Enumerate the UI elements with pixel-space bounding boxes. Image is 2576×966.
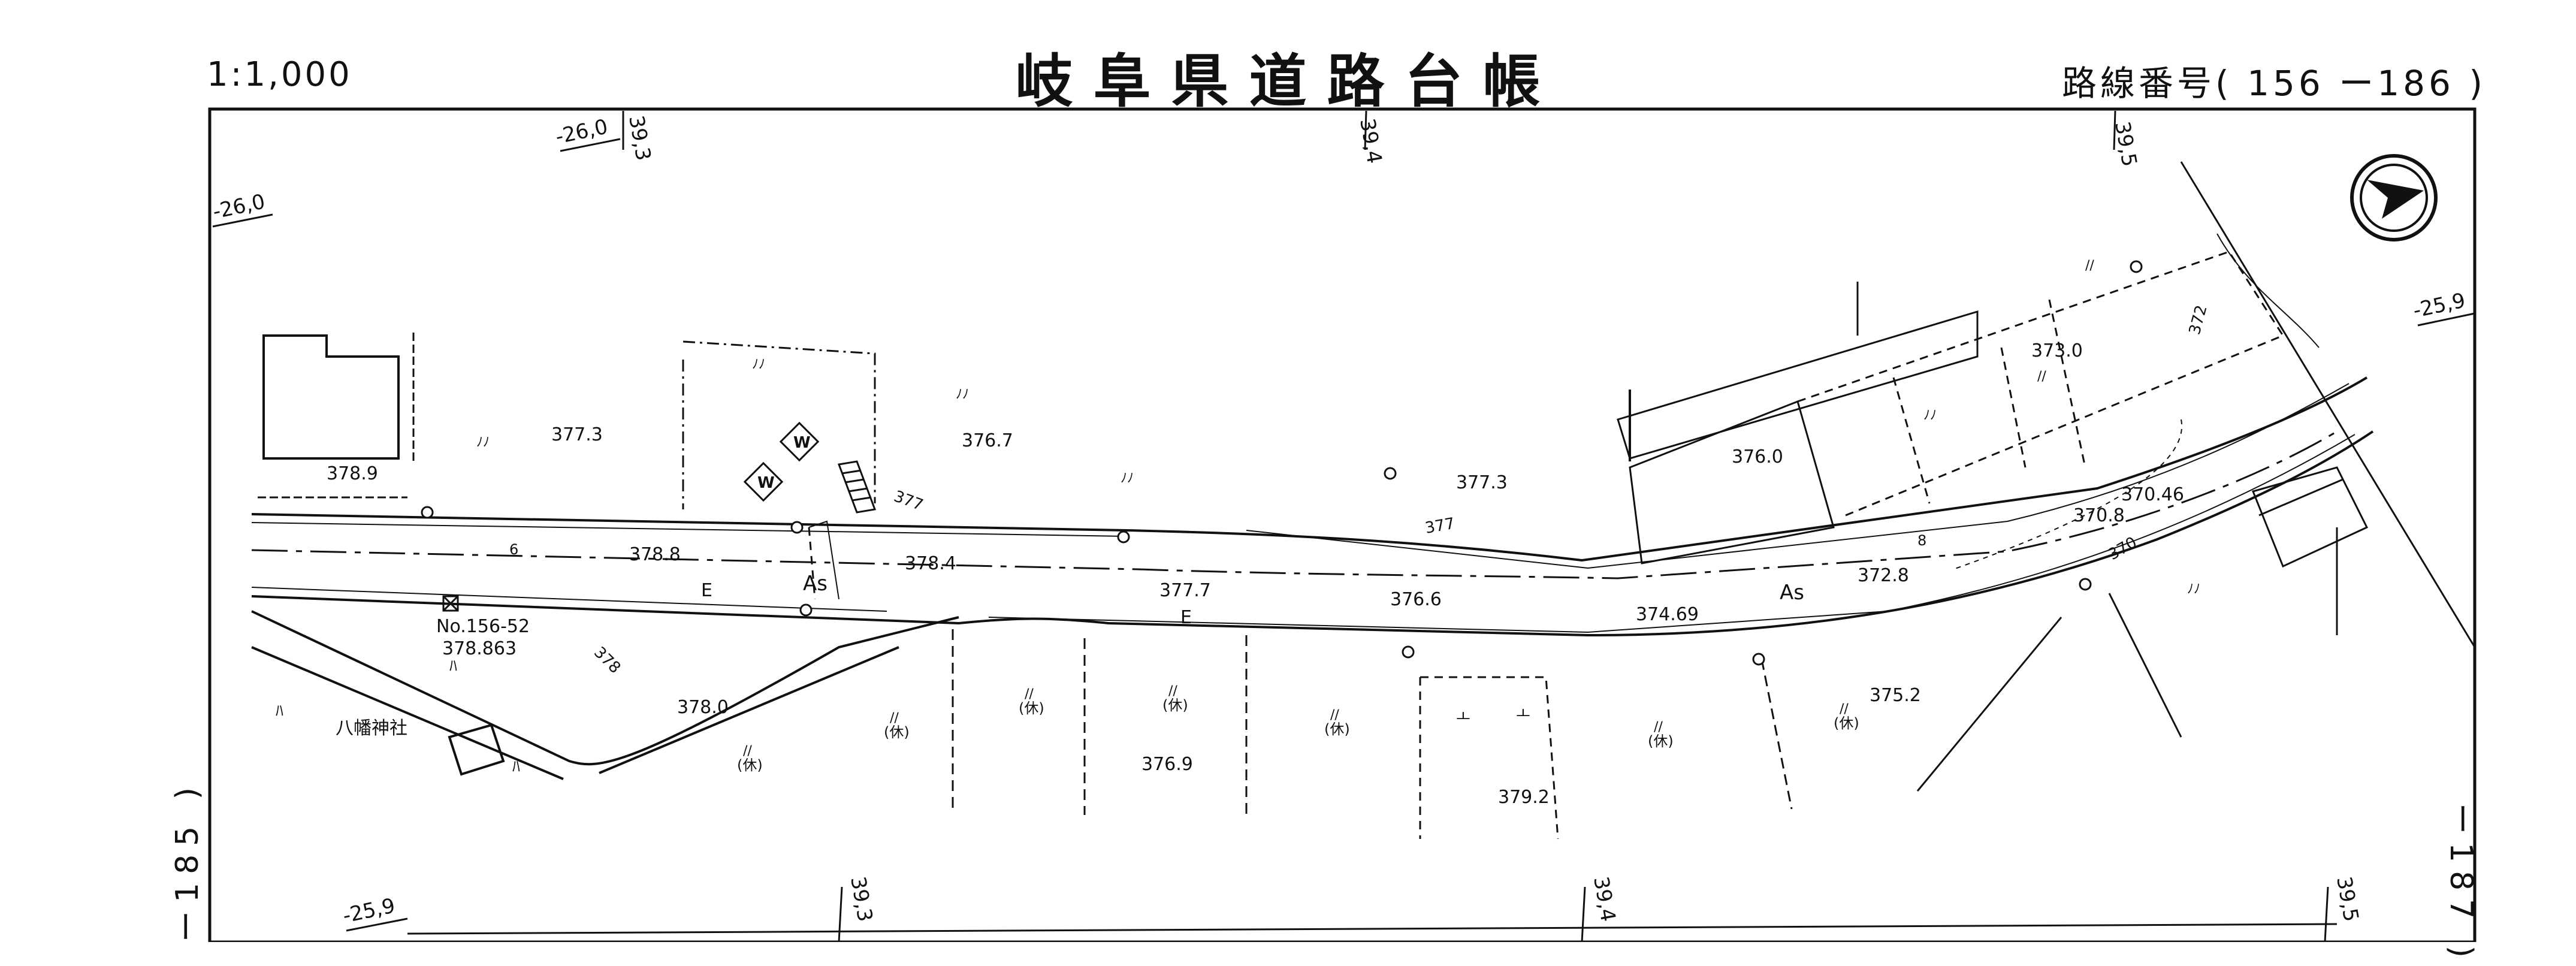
- forest-mark-1: ﾊ: [449, 657, 457, 675]
- grid-label-bottom-393: 39,3: [845, 875, 877, 923]
- grid-label-right: -25,9: [2411, 288, 2468, 322]
- elevation-378-9: 378.9: [327, 463, 378, 484]
- map-frame: [208, 107, 2477, 942]
- lane-e-label-1: E: [701, 580, 712, 601]
- forest-mark-3: ﾊ: [512, 758, 520, 776]
- wasteland-mark-2: ㅗ: [1516, 705, 1530, 723]
- rest-label-3: (休): [1019, 700, 1044, 717]
- rest-label-5: (休): [1324, 721, 1350, 738]
- grid-label-bottom-395: 39,5: [2332, 875, 2363, 923]
- elevation-376-7: 376.7: [962, 430, 1013, 451]
- elevation-378-4: 378.4: [905, 553, 956, 574]
- elevation-372-8: 372.8: [1858, 565, 1909, 586]
- elevation-378-8: 378.8: [629, 544, 681, 565]
- elevation-375-2: 375.2: [1870, 685, 1921, 706]
- same-mark-3: //: [1025, 687, 1034, 702]
- road-map: 39,4 39,3 39,5 -26,0 -26,0 -25,9 -25,9 3…: [208, 107, 2477, 942]
- elevation-378-0: 378.0: [677, 697, 729, 718]
- rest-label-1: (休): [737, 757, 763, 774]
- same-mark-9: //: [2037, 369, 2046, 384]
- same-mark-6: //: [1654, 720, 1663, 735]
- lane-number-1: 6: [509, 541, 518, 558]
- forest-mark-2: ﾊ: [276, 702, 283, 720]
- field-mark-3: ﾉﾉ: [956, 387, 969, 402]
- benchmark-marker: [442, 595, 459, 612]
- elevation-370-46: 370.46: [2121, 484, 2184, 505]
- elevation-377-7: 377.7: [1159, 580, 1211, 601]
- rest-label-4: (休): [1162, 697, 1188, 714]
- benchmark-id: No.156-52: [436, 616, 530, 637]
- contour-label-372: 372: [2186, 303, 2211, 337]
- grid-label-bottom-394: 39,4: [1589, 875, 1620, 923]
- stairs: [837, 460, 877, 514]
- field-mark-5: ﾉﾉ: [1923, 408, 1937, 423]
- same-mark-1: //: [743, 744, 752, 759]
- contour-label-377-b: 377: [1424, 515, 1456, 538]
- elevation-376-0: 376.0: [1732, 446, 1783, 467]
- same-mark-2: //: [890, 711, 899, 726]
- well-symbol-1: W: [793, 434, 811, 452]
- shrine-building: [448, 723, 505, 776]
- lane-number-2: 8: [1917, 532, 1926, 549]
- route-number: 路線番号( 156 ー186 ): [2062, 63, 2486, 104]
- contour-label-378: 378: [590, 644, 624, 677]
- same-mark-5: //: [1330, 708, 1339, 723]
- field-mark-4: ﾉﾉ: [1121, 471, 1134, 486]
- field-mark-2: ﾉﾉ: [476, 435, 490, 450]
- field-mark-1: ﾉﾉ: [752, 357, 765, 372]
- elevation-377-3-a: 377.3: [551, 424, 603, 445]
- same-mark-4: //: [1168, 684, 1177, 699]
- elevation-374-69: 374.69: [1636, 604, 1699, 625]
- same-mark-7: //: [1840, 702, 1849, 717]
- elevation-370-8: 370.8: [2073, 505, 2125, 526]
- wasteland-mark-1: ㅗ: [1456, 708, 1470, 726]
- elevation-379-2: 379.2: [1498, 787, 1550, 808]
- building-left: [262, 334, 400, 460]
- shrine-label: 八幡神社: [336, 718, 407, 739]
- grid-label-left-mid: -26,0: [211, 189, 267, 224]
- rest-label-2: (休): [884, 724, 910, 741]
- north-arrow-icon: [2350, 154, 2438, 242]
- grid-label-left-top: -26,0: [554, 114, 610, 149]
- well-symbol-2: W: [757, 474, 775, 492]
- contour-label-377-a: 377: [892, 487, 926, 514]
- elevation-376-9: 376.9: [1141, 754, 1193, 775]
- same-mark-8: //: [2085, 258, 2094, 273]
- elevation-376-6: 376.6: [1390, 589, 1442, 610]
- elevation-377-3-b: 377.3: [1456, 472, 1508, 493]
- main-road: [251, 376, 2374, 637]
- grid-label-top-393: 39,3: [624, 114, 656, 162]
- map-scale: 1:1,000: [207, 55, 352, 94]
- elevation-373-0: 373.0: [2031, 340, 2083, 361]
- road-surface-label-2: As: [1780, 581, 1804, 605]
- benchmark-elevation: 378.863: [442, 638, 517, 659]
- rest-label-7: (休): [1834, 715, 1859, 732]
- contour-label-370: 370: [2106, 533, 2140, 564]
- field-mark-6: ﾉﾉ: [2187, 582, 2200, 597]
- lane-e-label-2: E: [1180, 607, 1192, 628]
- side-road: [251, 610, 959, 780]
- map-title: 岐阜県道路台帳: [1015, 48, 1561, 115]
- rest-label-6: (休): [1648, 733, 1674, 750]
- grid-label-top-394: 39,4: [1355, 117, 1387, 165]
- road-surface-label-1: As: [803, 572, 828, 596]
